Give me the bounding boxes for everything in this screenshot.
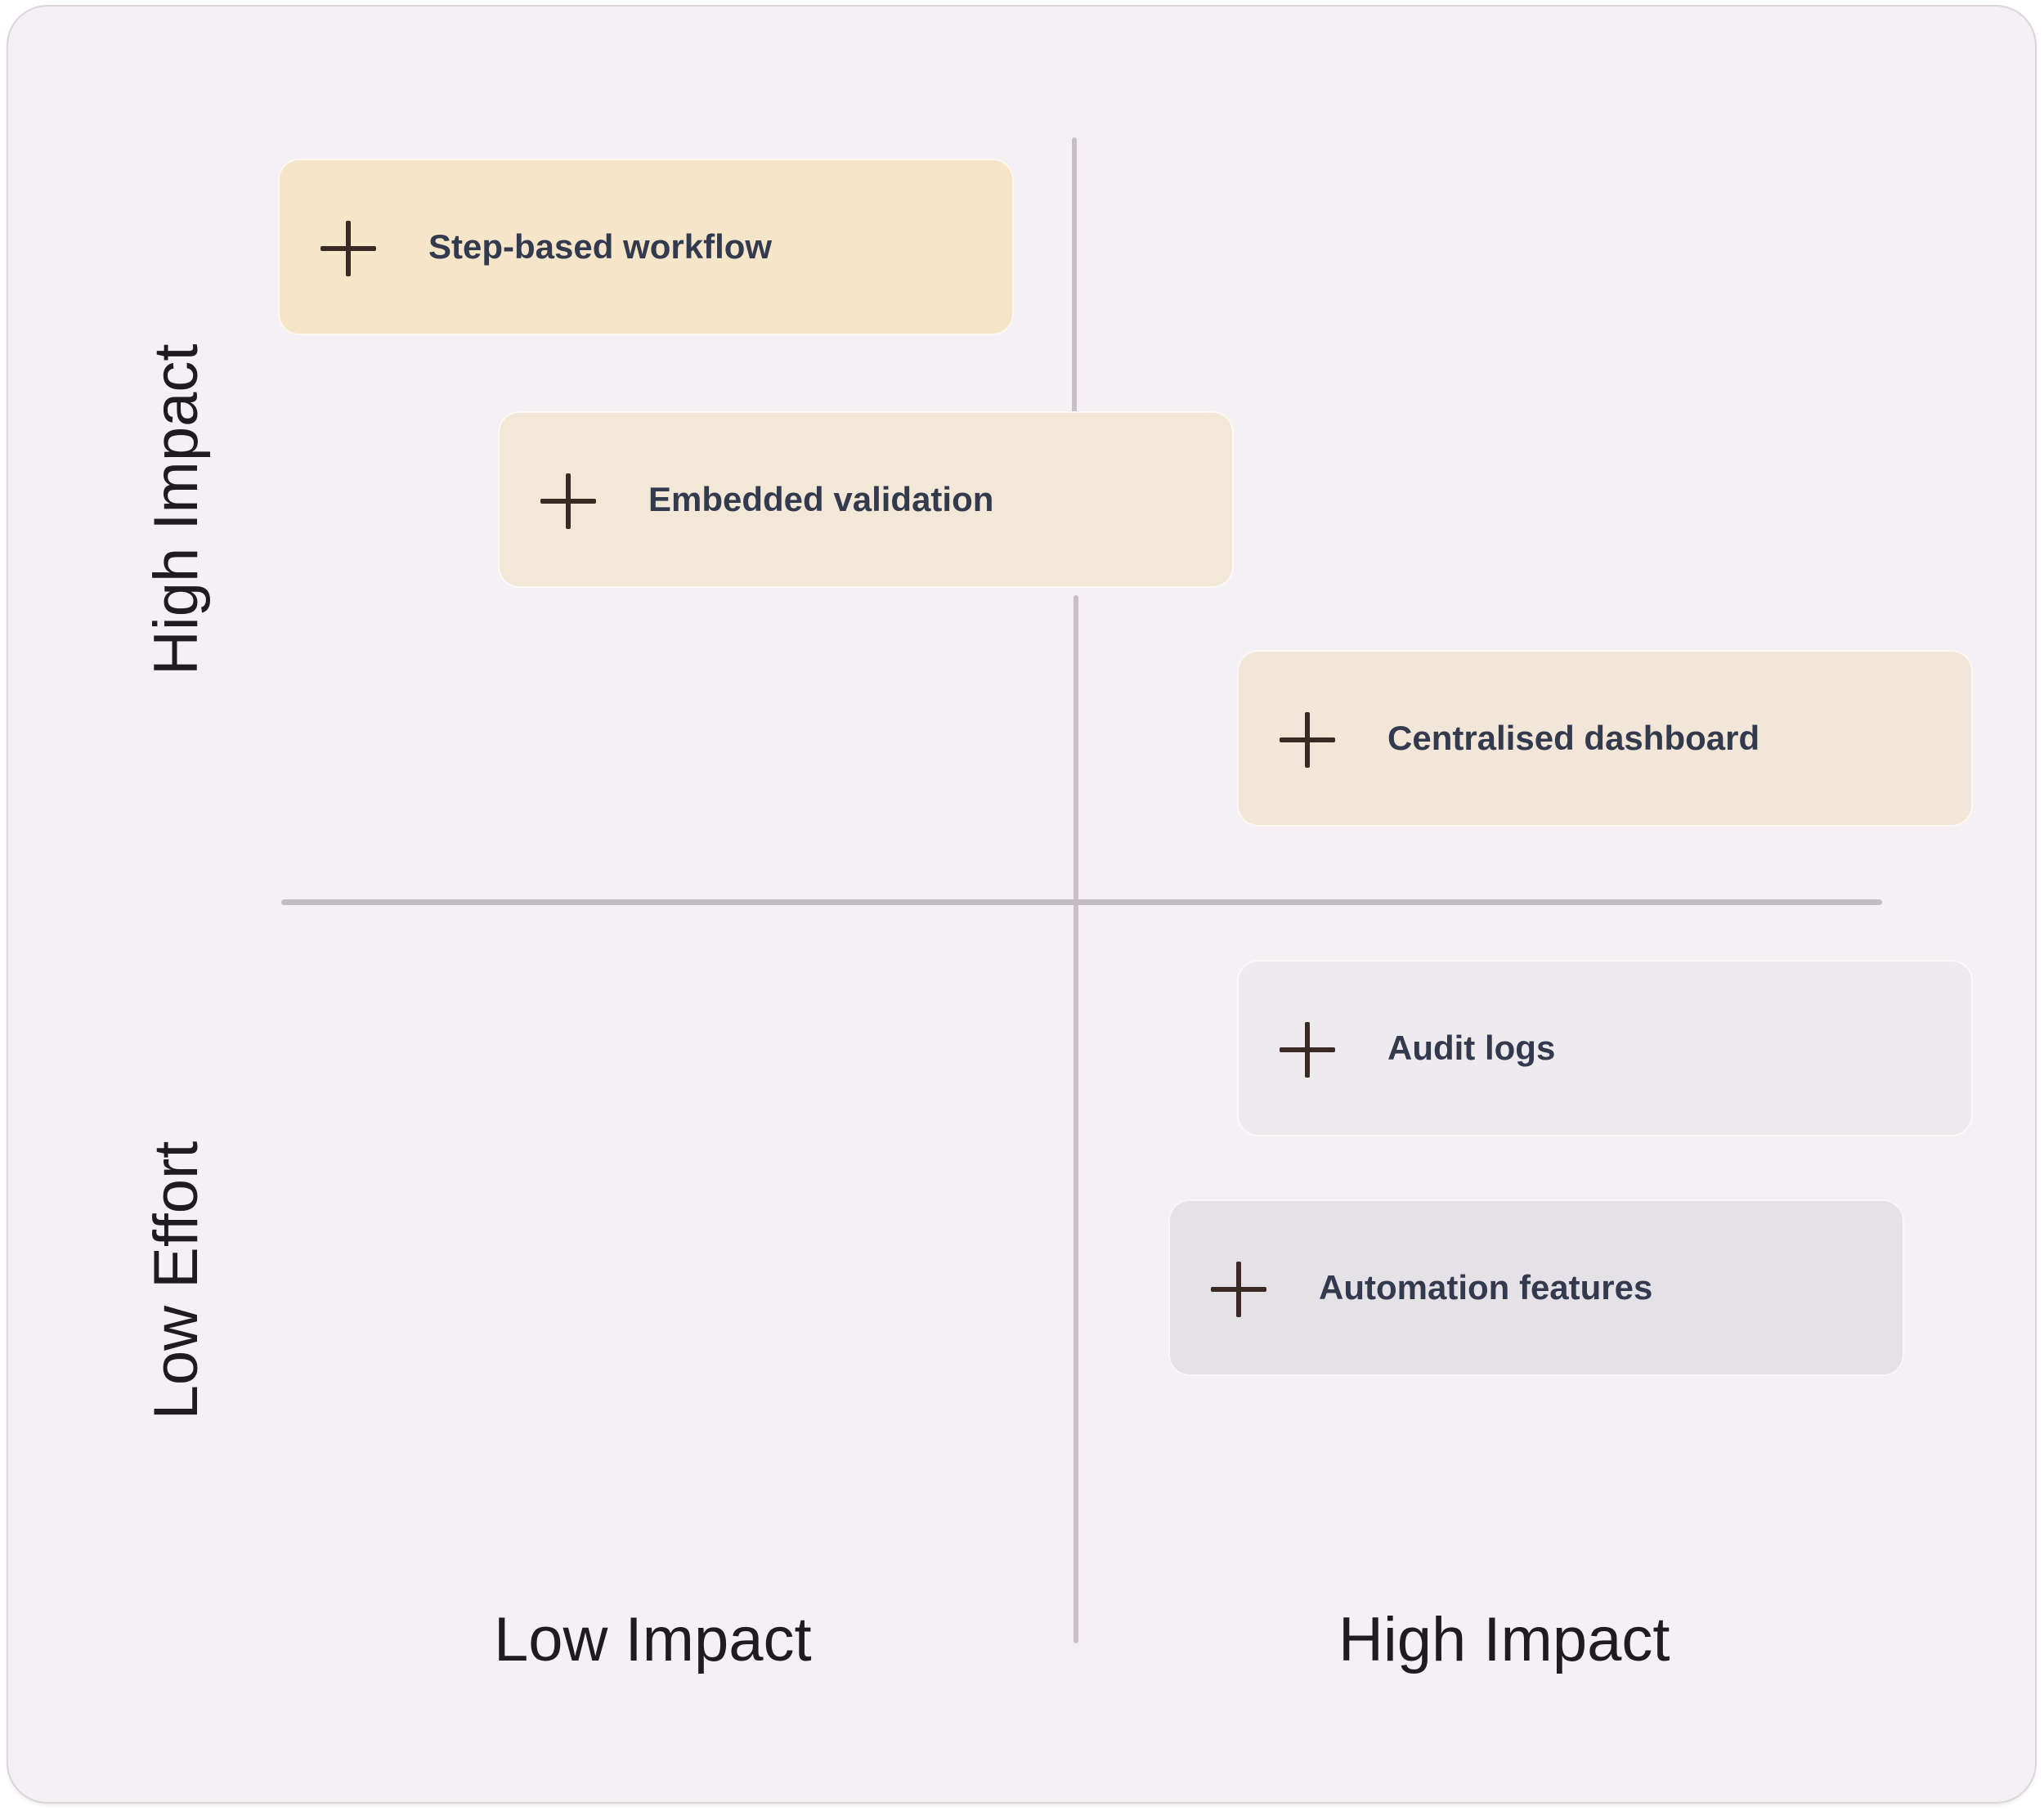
plus-icon[interactable] <box>1280 712 1335 768</box>
plus-icon[interactable] <box>1280 1022 1335 1078</box>
matrix-board: High Impact Low Effort Low Impact High I… <box>7 5 2037 1804</box>
card-step-based-workflow[interactable]: Step-based workflow <box>278 159 1014 335</box>
card-automation-features[interactable]: Automation features <box>1168 1199 1904 1376</box>
vertical-axis-top <box>1072 137 1077 419</box>
y-axis-top-label: High Impact <box>141 343 211 676</box>
x-axis-left-label: Low Impact <box>494 1605 812 1674</box>
card-centralised-dashboard[interactable]: Centralised dashboard <box>1237 650 1973 827</box>
card-label: Centralised dashboard <box>1387 719 1760 757</box>
vertical-axis-bottom <box>1074 595 1078 1643</box>
plus-icon[interactable] <box>1211 1262 1266 1317</box>
card-embedded-validation[interactable]: Embedded validation <box>498 411 1234 588</box>
card-label: Embedded validation <box>648 480 994 518</box>
card-audit-logs[interactable]: Audit logs <box>1237 960 1973 1136</box>
x-axis-right-label: High Impact <box>1338 1605 1670 1674</box>
plus-icon[interactable] <box>540 473 596 529</box>
horizontal-axis <box>281 899 1882 905</box>
plus-icon[interactable] <box>320 221 376 276</box>
card-label: Audit logs <box>1387 1029 1556 1067</box>
y-axis-bottom-label: Low Effort <box>141 1141 211 1420</box>
card-label: Automation features <box>1319 1268 1653 1307</box>
card-label: Step-based workflow <box>428 227 773 266</box>
